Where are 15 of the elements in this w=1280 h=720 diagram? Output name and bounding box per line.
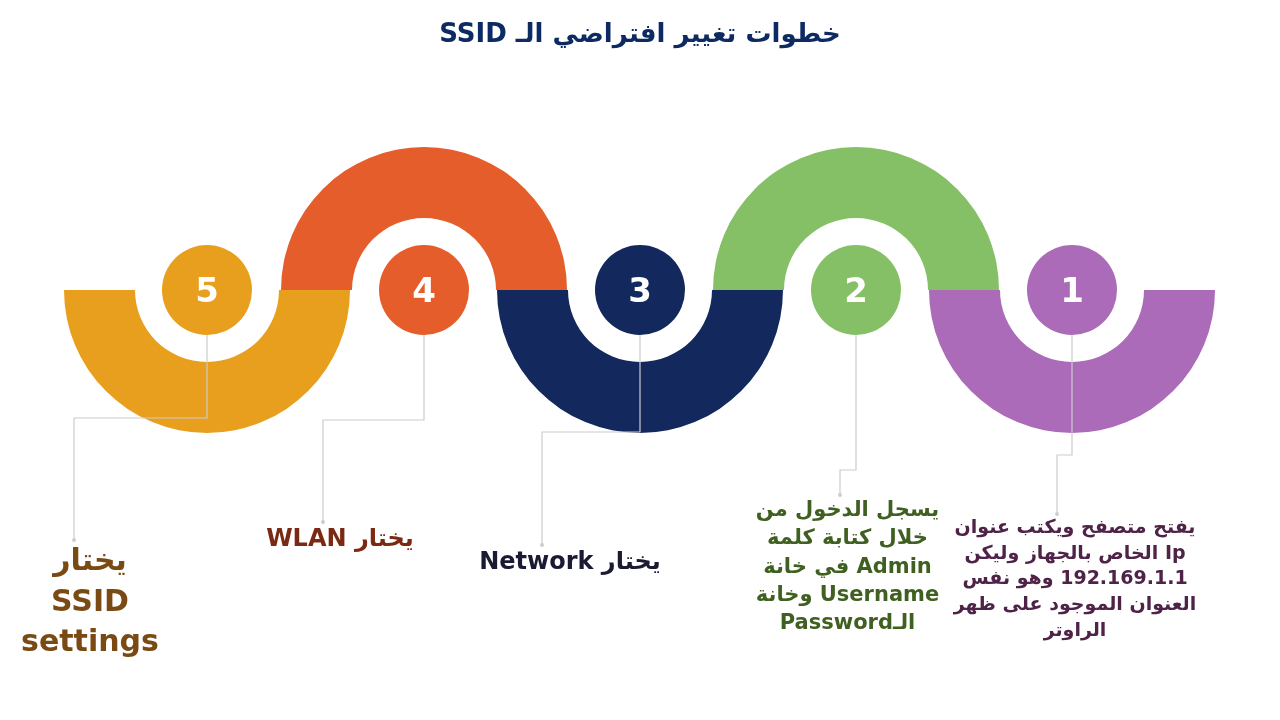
- leader-line: [540, 334, 641, 547]
- leader-line: [1055, 334, 1073, 516]
- title: خطوات تغيير افتراضي الـ SSID: [438, 18, 842, 48]
- step-description: يختار SSID settings: [20, 540, 160, 662]
- step-number-circle: 3: [595, 245, 685, 335]
- step-description: يختار Network: [460, 545, 680, 578]
- step-number-circle: 2: [811, 245, 901, 335]
- leader-line: [321, 334, 425, 524]
- step-number-circle: 5: [162, 245, 252, 335]
- step-number-circle: 1: [1027, 245, 1117, 335]
- leader-line: [838, 334, 857, 497]
- step-description: يفتح متصفح ويكتب عنوان Ip الخاص بالجهاز وليكن 192.169.1.1 وهو نفس العنوان الموجود على ظهر الراوتر: [945, 514, 1205, 643]
- step-description: يختار WLAN: [240, 522, 440, 555]
- step-number-circle: 4: [379, 245, 469, 335]
- leader-line: [72, 334, 208, 542]
